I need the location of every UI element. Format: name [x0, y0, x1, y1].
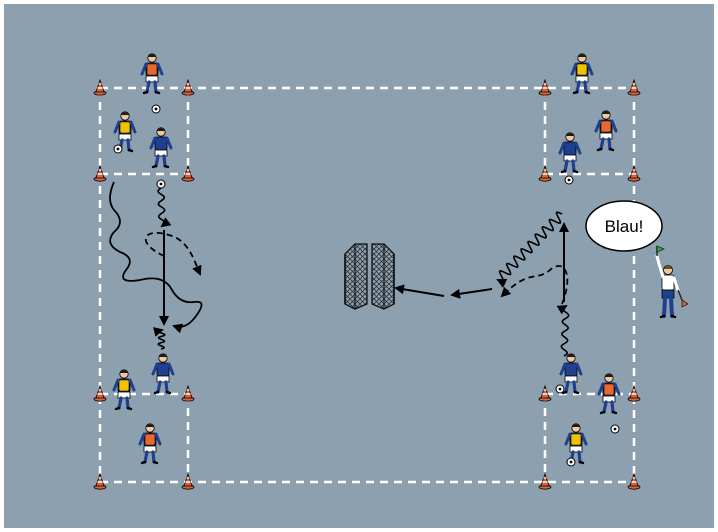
- speech-bubble: Blau!: [586, 201, 662, 251]
- ball-icon: [157, 180, 165, 188]
- mini-goal-icon: [345, 244, 367, 309]
- ball-icon: [152, 105, 160, 113]
- ball-icon: [611, 425, 619, 433]
- ball-icon: [565, 176, 573, 184]
- speech-bubble-text: Blau!: [605, 217, 644, 236]
- ball-icon: [556, 385, 564, 393]
- mini-goal-icon: [372, 244, 394, 309]
- drill-diagram: Blau!: [4, 4, 714, 528]
- pitch: Blau!: [4, 4, 714, 528]
- ball-icon: [567, 458, 575, 466]
- ball-icon: [114, 145, 122, 153]
